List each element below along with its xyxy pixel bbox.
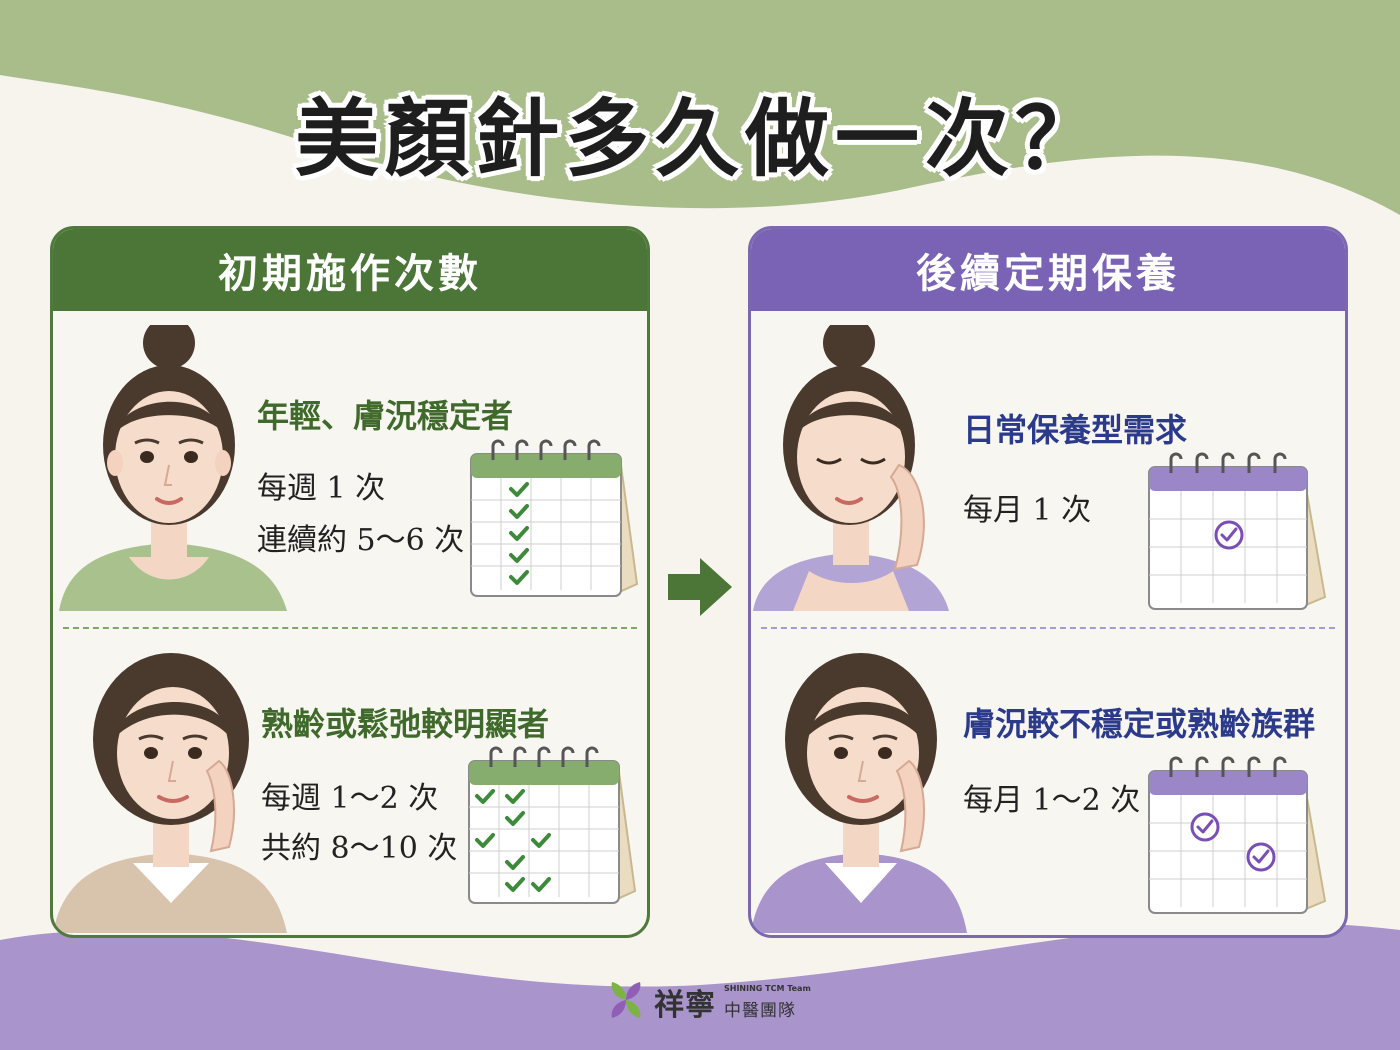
panel-header: 後續定期保養	[751, 229, 1345, 311]
page-title: 美顏針多久做一次？	[294, 90, 1105, 188]
case-total: 連續約 5～6 次	[257, 523, 465, 558]
case-title-daily-care: 日常保養型需求	[963, 411, 1188, 449]
brand-subtitle: 中醫團隊	[724, 1001, 796, 1021]
dashed-divider	[761, 627, 1335, 629]
relaxed-woman-illustration	[753, 325, 949, 611]
dashed-divider	[63, 627, 637, 629]
panel-header: 初期施作次數	[53, 229, 647, 311]
mature-woman-illustration	[53, 653, 287, 933]
case-frequency: 每月 1 次	[963, 493, 1092, 528]
brand-english-name: SHINING TCM Team	[724, 984, 811, 993]
initial-treatment-panel: 初期施作次數 年輕、膚況穩定者 每週 1 次 連續約 5～6 次	[50, 226, 650, 938]
calendar-icon	[1148, 756, 1327, 914]
maintenance-panel: 後續定期保養 日常保養型需求 每月 1 次	[748, 226, 1348, 938]
young-woman-illustration	[59, 325, 287, 611]
case-frequency: 每週 1～2 次	[261, 781, 439, 816]
case-total: 共約 8～10 次	[261, 831, 458, 866]
calendar-icon	[470, 439, 639, 597]
case-title-mature: 熟齡或鬆弛較明顯者	[261, 705, 550, 743]
arrow-right-icon	[668, 558, 732, 616]
calendar-icon	[1148, 452, 1327, 610]
case-title-young: 年輕、膚況穩定者	[257, 397, 514, 435]
leaf-logo-icon	[611, 982, 641, 1018]
brand-name: 祥寧	[654, 988, 716, 1023]
case-title-unstable-skin: 膚況較不穩定或熟齡族群	[963, 705, 1316, 743]
case-frequency: 每月 1～2 次	[963, 783, 1141, 818]
case-frequency: 每週 1 次	[257, 471, 386, 506]
calendar-icon	[468, 746, 637, 904]
mature-woman-illustration	[751, 653, 967, 933]
brand-logo: 祥寧 SHINING TCM Team 中醫團隊	[606, 978, 811, 1023]
